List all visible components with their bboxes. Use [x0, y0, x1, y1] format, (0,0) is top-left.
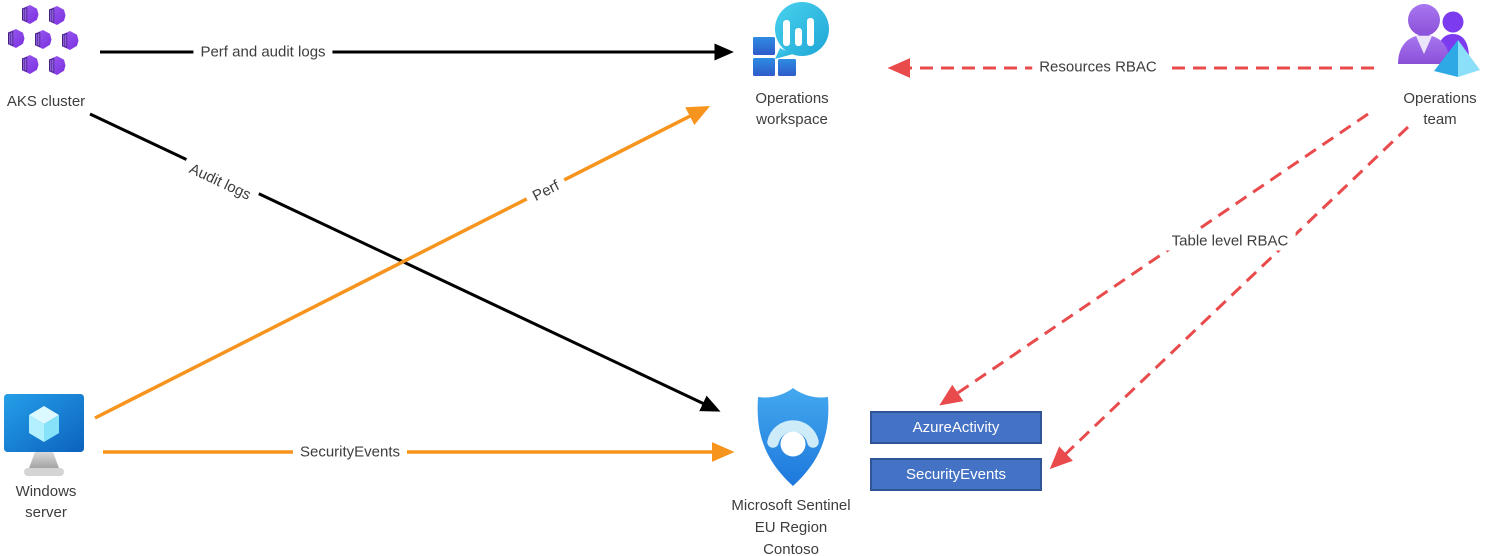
cube-left-face	[29, 415, 44, 442]
sentinel-shield-icon	[757, 388, 829, 486]
big-person-collar	[1416, 36, 1432, 54]
edge-perf-line	[94, 105, 711, 420]
shield-gauge-arc	[767, 420, 819, 448]
monitor-base	[24, 468, 64, 476]
aks-cluster-node	[2, 2, 86, 83]
perf-edge-label: Perf	[523, 173, 569, 209]
perf-and-audit-logs-edge-label: Perf and audit logs	[193, 42, 333, 62]
windows-server-label: Windows server	[15, 483, 77, 521]
operations-workspace-node	[750, 2, 834, 85]
edge-table-rbac-line-azureactivity	[939, 112, 1369, 406]
operations-team-label: Operations team	[1403, 90, 1477, 128]
windows-server-node	[2, 392, 90, 483]
security-events-table-label: SecurityEvents	[905, 466, 1007, 483]
edge-table-rbac-line-securityevents	[1049, 125, 1410, 470]
security-events-table-box: SecurityEvents	[870, 458, 1042, 491]
pyramid-right-face	[1458, 40, 1480, 77]
table-level-rbac-edge-label: Table level RBAC	[1164, 231, 1296, 251]
log-analytics-workspace-icon	[753, 2, 829, 76]
edge-audit-logs-line	[89, 112, 721, 412]
shield-gauge-dot	[780, 431, 806, 457]
aks-cluster-label: AKS cluster	[6, 93, 86, 110]
cube-right-face	[44, 415, 59, 442]
security-events-edge-label: SecurityEvents	[292, 442, 408, 462]
small-person-head	[1442, 11, 1464, 33]
operations-workspace-label: Operations workspace	[755, 90, 829, 128]
operations-team-node	[1396, 0, 1484, 87]
pyramid-left-face	[1434, 40, 1458, 77]
azure-activity-table-label: AzureActivity	[912, 419, 1000, 436]
azure-activity-table-box: AzureActivity	[870, 411, 1042, 444]
windows-server-monitor-icon	[4, 394, 84, 476]
big-person-head	[1408, 4, 1440, 36]
team-people-pyramid-icon	[1398, 4, 1480, 77]
microsoft-sentinel-node	[748, 384, 838, 495]
resources-rbac-edge-label: Resources RBAC	[1032, 57, 1164, 77]
microsoft-sentinel-label: Microsoft Sentinel EU Region Contoso	[731, 497, 851, 556]
monitor-neck	[29, 452, 59, 468]
aks-hexagons-icon	[8, 5, 79, 75]
audit-logs-edge-label: Audit logs	[179, 156, 261, 208]
